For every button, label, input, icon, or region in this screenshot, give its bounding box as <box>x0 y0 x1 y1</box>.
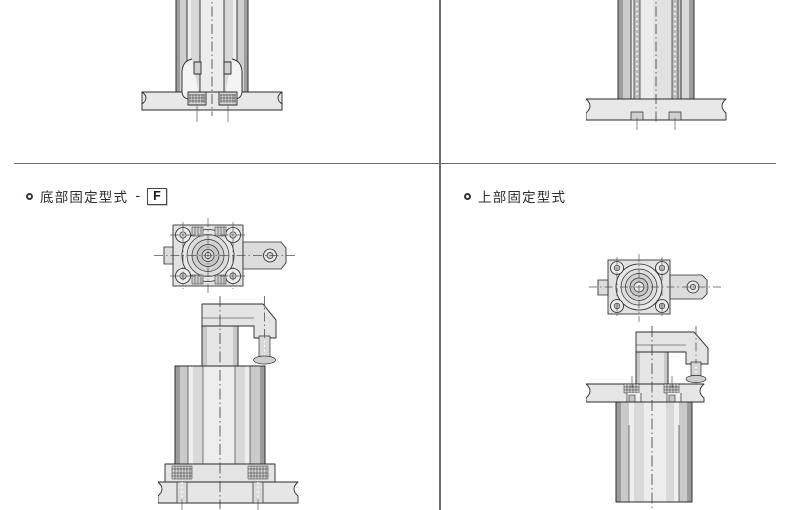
drawing-bottom-fixed-top-view <box>154 218 298 294</box>
vertical-divider <box>439 0 441 510</box>
section-top-left <box>0 0 439 163</box>
caption-separator: - <box>135 188 141 204</box>
caption-bottom-fixed-type: 底部固定型式 - F <box>26 186 167 206</box>
drawing-bottom-mount-section <box>141 0 283 122</box>
drawing-top-fixed-top-view <box>589 254 722 322</box>
drawing-top-mount-section <box>586 0 727 130</box>
bullet-icon <box>464 192 471 200</box>
horizontal-divider <box>14 163 776 164</box>
type-code-badge: F <box>147 187 167 205</box>
caption-label: 上部固定型式 <box>478 190 567 206</box>
drawing-bottom-fixed-front-view <box>158 296 299 510</box>
bullet-icon <box>26 192 33 200</box>
caption-top-fixed-type: 上部固定型式 <box>464 186 566 206</box>
caption-label: 底部固定型式 <box>40 190 129 206</box>
section-top-right <box>441 0 790 163</box>
drawing-top-fixed-front-view <box>586 326 709 510</box>
